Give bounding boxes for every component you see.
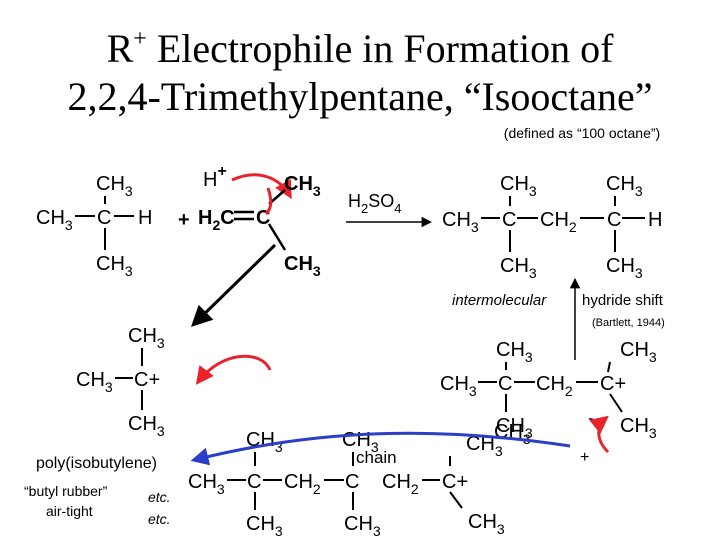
atom-label: C+ <box>442 471 468 493</box>
atom-label: CH3 <box>344 513 381 539</box>
atom-label: C+ <box>600 373 626 395</box>
polymer-label: poly(isobutylene) <box>36 455 157 472</box>
plus-mark: + <box>580 449 589 466</box>
blue-arrow-polymerization <box>190 431 571 466</box>
atom-label: H2C <box>198 207 235 233</box>
bartlett-citation: (Bartlett, 1944) <box>592 317 665 329</box>
atom-label: C <box>247 471 261 493</box>
bond <box>609 393 623 413</box>
atom-label: C+ <box>134 369 160 391</box>
atom-label: CH3 <box>500 173 537 199</box>
atom-label: CH3 <box>500 255 537 281</box>
red-arc-double-bond <box>264 187 273 216</box>
bond <box>607 361 611 373</box>
atom-label: CH3 <box>246 513 283 539</box>
atom-label: C <box>345 471 359 493</box>
atom-label: C <box>502 209 516 231</box>
red-arrow-alkene-attack <box>195 354 272 385</box>
title-note: (defined as “100 octane”) <box>504 125 660 141</box>
atom-label: CH2 <box>536 373 573 399</box>
plus-sign: + <box>178 209 190 231</box>
etc-label-2: etc. <box>148 511 171 527</box>
atom-label: CH3 <box>620 339 657 365</box>
atom-label: CH3 <box>442 209 479 235</box>
atom-label: CH3 <box>620 415 657 441</box>
isobutylene-molecule: H2C C CH3 CH3 <box>198 173 321 279</box>
polymer-chain-cation: CH3 CH3 CH3 CH3 CH3 C CH2 C CH2 C+ CH3 C… <box>188 421 531 539</box>
atom-label: CH3 <box>284 173 321 199</box>
title-line-2: 2,2,4-Trimethylpentane, “Isooctane” <box>67 74 652 119</box>
atom-label: C <box>97 207 111 229</box>
atom-label: CH3 <box>440 373 477 399</box>
butyl-rubber-label: “butyl rubber” <box>24 483 108 499</box>
atom-label: CH2 <box>284 471 321 497</box>
title-line-1: R+ Electrophile in Formation of <box>107 26 614 71</box>
tert-butyl-cation: CH3 CH3 C+ CH3 <box>76 325 165 439</box>
atom-label: C <box>498 373 512 395</box>
atom-label: CH3 <box>76 369 113 395</box>
catalyst-label: H2SO4 <box>348 191 401 216</box>
atom-label: CH3 <box>96 253 133 279</box>
air-tight-label: air-tight <box>46 503 93 519</box>
atom-label: CH3 <box>96 173 133 199</box>
atom-label: CH3 <box>606 255 643 281</box>
atom-label: CH3 <box>128 325 165 351</box>
atom-label: H <box>648 209 662 231</box>
protonation-arrow <box>190 243 277 327</box>
atom-label: H <box>138 207 152 229</box>
octyl-cation: CH3 CH3 CH3 C CH2 C+ CH3 CH3 <box>440 339 657 441</box>
intermolecular-label: intermolecular <box>452 292 547 309</box>
atom-label: CH3 <box>128 413 165 439</box>
atom-label: C <box>607 209 621 231</box>
bond <box>449 491 463 509</box>
atom-label: CH3 <box>188 471 225 497</box>
atom-label: CH3 <box>496 339 533 365</box>
atom-label: CH3 <box>466 433 503 459</box>
red-arrow-chain-growth <box>589 415 610 454</box>
atom-label: CH2 <box>540 209 577 235</box>
bond <box>267 223 287 251</box>
atom-label: CH2 <box>382 471 419 497</box>
proton-label: H+ <box>203 163 227 191</box>
atom-label: CH3 <box>284 253 321 279</box>
atom-label: CH3 <box>606 173 643 199</box>
minus-mark: - <box>588 410 593 427</box>
atom-label: CH3 <box>36 207 73 233</box>
hydride-shift-label: hydride shift <box>582 292 664 309</box>
isobutane-molecule: CH3 CH3 C H CH3 <box>36 173 152 279</box>
atom-label: CH3 <box>496 415 533 441</box>
chain-label: chain <box>356 448 397 467</box>
etc-label-1: etc. <box>148 489 171 505</box>
atom-label: CH3 <box>468 511 505 537</box>
isooctane-molecule: CH3 CH3 CH3 C CH2 C H CH3 CH3 <box>442 173 662 281</box>
red-arrow-proton-attack <box>231 173 292 200</box>
